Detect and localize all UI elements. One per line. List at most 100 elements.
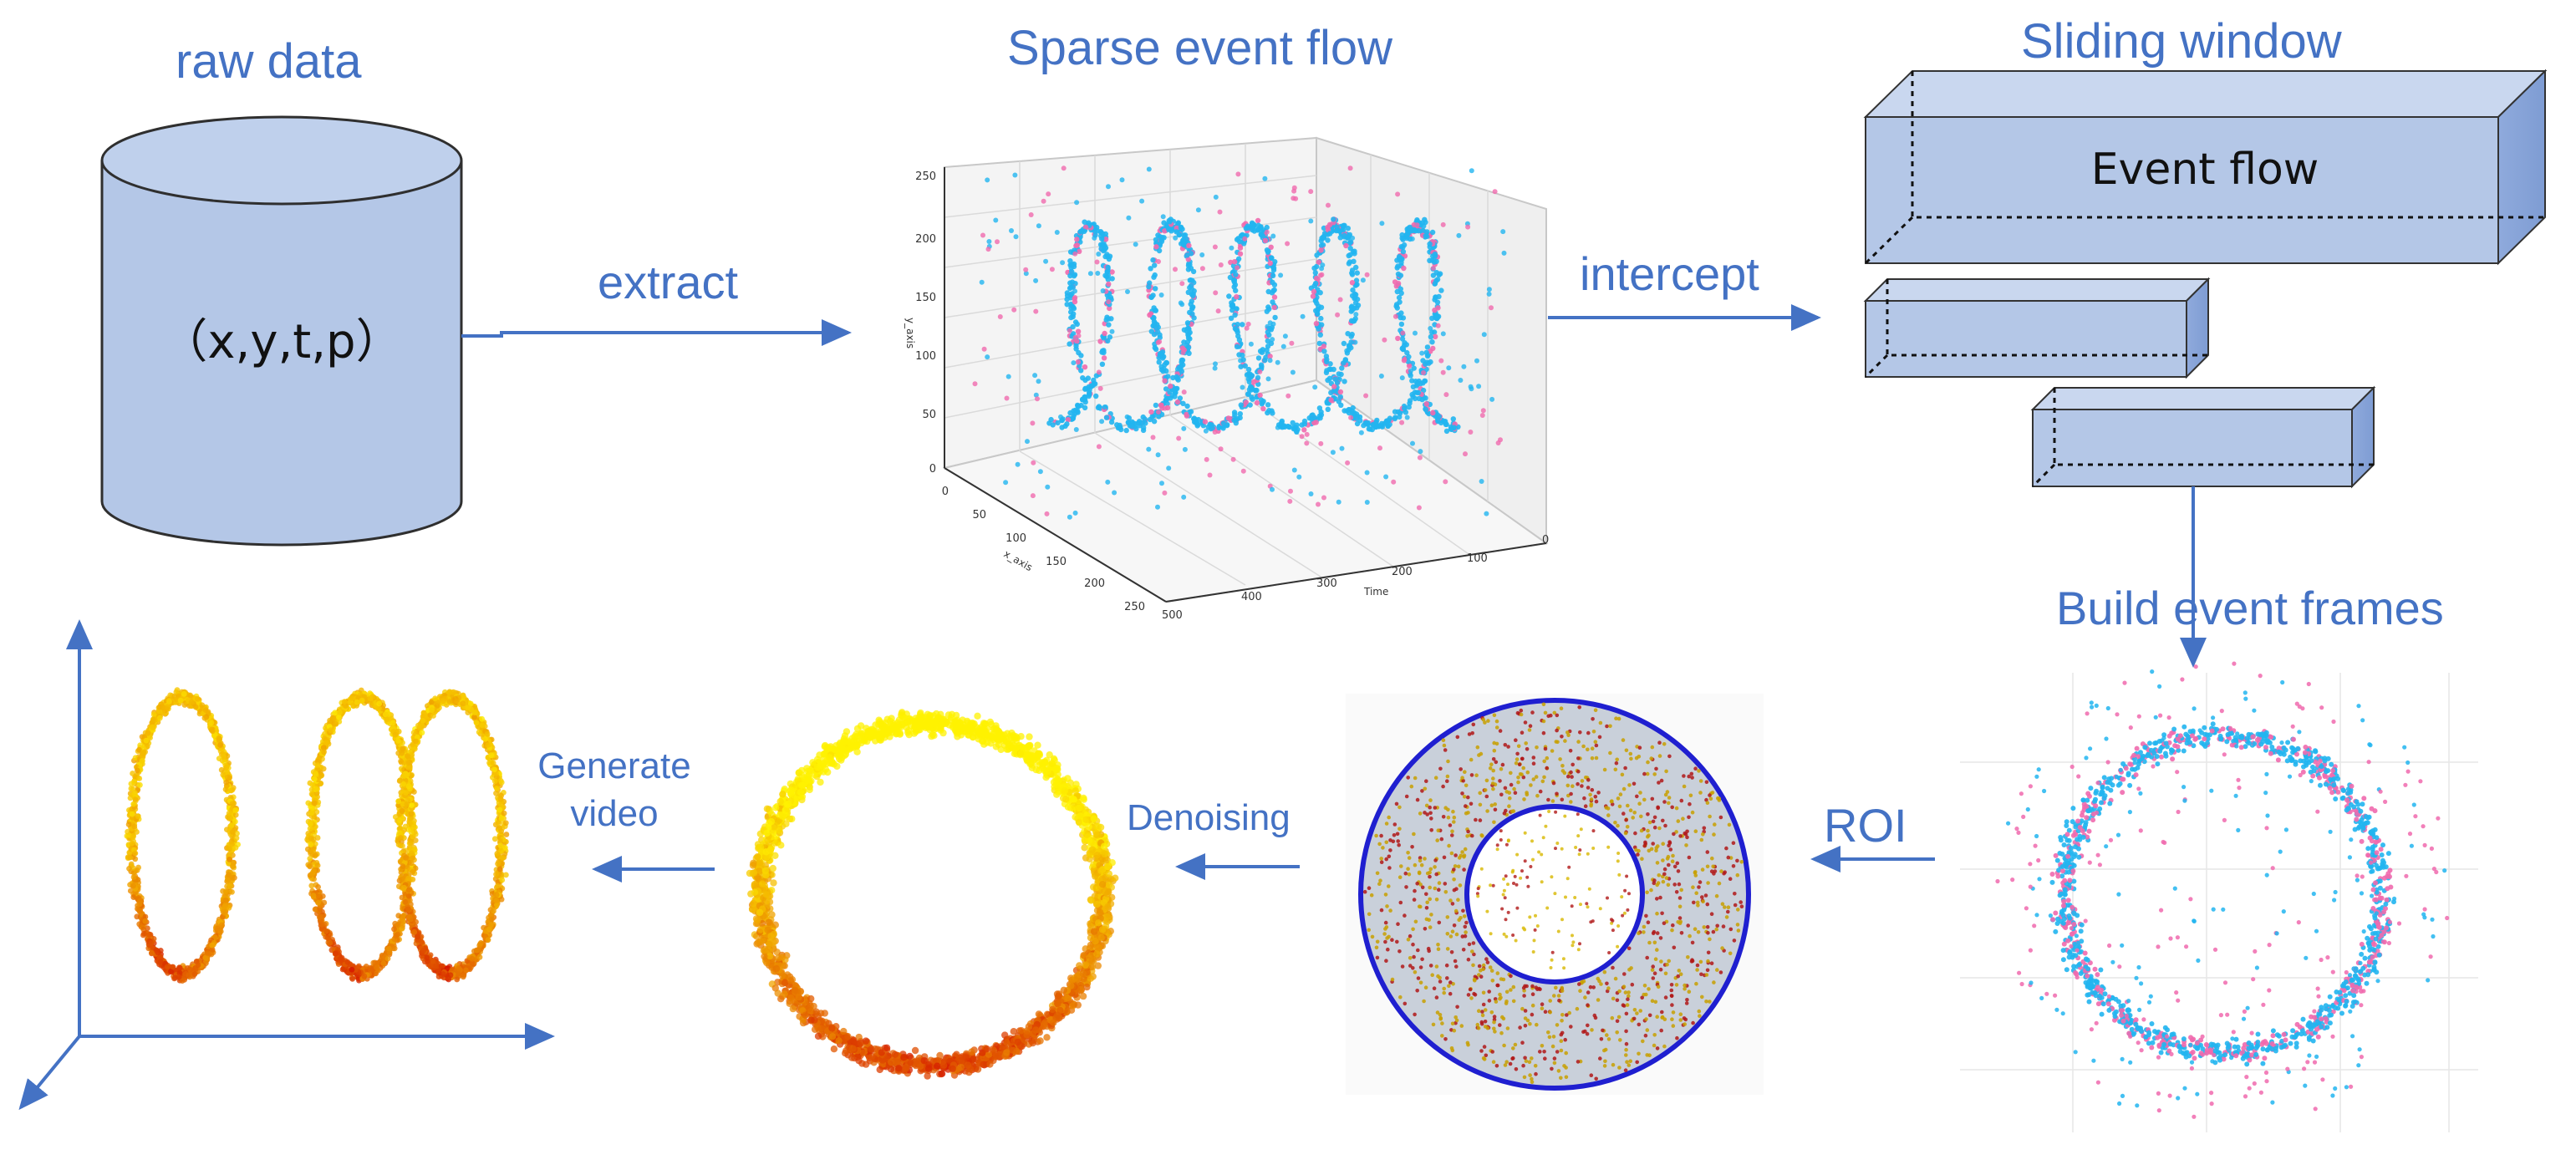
roi-point	[1700, 867, 1705, 872]
roi-point	[1392, 833, 1397, 837]
roi-inner-point	[1479, 867, 1484, 871]
frame-point	[2123, 766, 2129, 771]
roi-point	[1576, 769, 1581, 774]
helix-point	[1168, 383, 1173, 389]
noise-point	[1003, 480, 1009, 486]
roi-point	[1369, 893, 1374, 898]
frame-noise-point	[2126, 999, 2131, 1004]
roi-point	[1617, 804, 1622, 809]
roi-point	[1564, 1075, 1569, 1080]
noise-point	[1291, 467, 1297, 473]
roi-point	[1543, 1056, 1547, 1061]
helix-point	[1314, 263, 1320, 270]
roi-point	[1575, 1006, 1580, 1011]
frame-noise-point	[2209, 788, 2214, 793]
helix-point	[1341, 340, 1347, 347]
roi-point	[1411, 942, 1415, 947]
frame-point	[2350, 977, 2356, 983]
helix-point	[1247, 371, 1253, 377]
roi-point	[1450, 833, 1454, 837]
noise-point	[980, 232, 985, 238]
roi-point	[1585, 1031, 1590, 1036]
helix-point	[1257, 348, 1264, 354]
roi-inner-point	[1491, 883, 1495, 888]
noise-point	[1046, 191, 1051, 197]
frame-noise-point	[2044, 991, 2049, 996]
roi-point	[1499, 977, 1504, 981]
roi-point	[1596, 976, 1601, 981]
noise-point	[1468, 430, 1474, 435]
helix-point	[1153, 402, 1159, 409]
frame-noise-point	[2254, 965, 2259, 970]
noise-point	[1318, 272, 1323, 278]
frame-noise-point	[2211, 907, 2216, 912]
roi-point	[1406, 851, 1410, 855]
frame-noise-point	[2344, 969, 2349, 975]
noise-point	[1072, 295, 1078, 300]
roi-point	[1655, 948, 1659, 952]
frame-noise-point	[2422, 915, 2427, 920]
roi-point	[1735, 858, 1739, 863]
roi-inner-point	[1550, 950, 1555, 954]
noise-point	[1203, 428, 1209, 434]
noise-point	[1408, 369, 1413, 374]
frame-noise-point	[2128, 725, 2133, 730]
roi-point	[1502, 811, 1507, 816]
noise-point	[1162, 405, 1168, 411]
roi-point	[1654, 846, 1659, 850]
frame-point	[2142, 745, 2148, 750]
frame-noise-point	[2083, 918, 2088, 923]
frame-noise-point	[2108, 837, 2114, 842]
roi-point	[1611, 965, 1615, 970]
frame-point	[2368, 829, 2374, 835]
roi-point	[1560, 797, 1565, 802]
roi-point	[1547, 1035, 1552, 1040]
frame-noise-point	[2392, 896, 2397, 901]
roi-point	[1712, 980, 1716, 984]
noise-point	[997, 314, 1003, 319]
helix-point	[1184, 320, 1191, 326]
noise-point	[1025, 439, 1030, 445]
helix-point	[1301, 427, 1307, 433]
roi-point	[1588, 984, 1593, 989]
roi-point	[1530, 1012, 1535, 1017]
roi-point	[1649, 847, 1654, 852]
noise-point	[1348, 415, 1354, 420]
frame-point	[2063, 925, 2069, 930]
frame-noise-point	[2383, 799, 2388, 805]
frame-noise-point	[2085, 711, 2090, 716]
roi-point	[1441, 784, 1445, 789]
frame-point	[2333, 796, 2339, 801]
roi-point	[1593, 795, 1598, 799]
roi-point	[1470, 949, 1474, 954]
roi-point	[1658, 936, 1663, 940]
frame-noise-point	[2244, 1075, 2249, 1080]
event-frame-plot	[1960, 661, 2478, 1132]
helix-point	[1268, 244, 1274, 250]
roi-point	[1446, 807, 1450, 812]
frame-noise-point	[2014, 827, 2019, 832]
roi-point	[1639, 814, 1643, 819]
frame-noise-point	[2188, 1042, 2193, 1047]
roi-point	[1428, 964, 1433, 968]
helix-point	[1147, 312, 1153, 318]
noise-point	[1486, 291, 1492, 297]
frame-noise-point	[2402, 745, 2407, 750]
roi-point	[1397, 875, 1403, 879]
roi-point	[1453, 959, 1458, 964]
roi-point	[1615, 1030, 1619, 1035]
roi-point	[1407, 872, 1412, 877]
frame-point	[2368, 959, 2374, 964]
roi-point	[1487, 999, 1492, 1003]
roi-point	[1724, 915, 1729, 919]
roi-point	[1508, 1061, 1513, 1066]
helix-point	[1398, 321, 1405, 328]
roi-point	[1412, 954, 1416, 959]
roi-point	[1687, 989, 1692, 994]
helix-point	[1082, 386, 1088, 392]
helix-point	[1313, 308, 1319, 313]
roi-point	[1540, 1044, 1545, 1048]
frame-point	[2335, 1005, 2341, 1011]
frame-noise-point	[2404, 873, 2409, 878]
frame-point	[2088, 786, 2094, 791]
